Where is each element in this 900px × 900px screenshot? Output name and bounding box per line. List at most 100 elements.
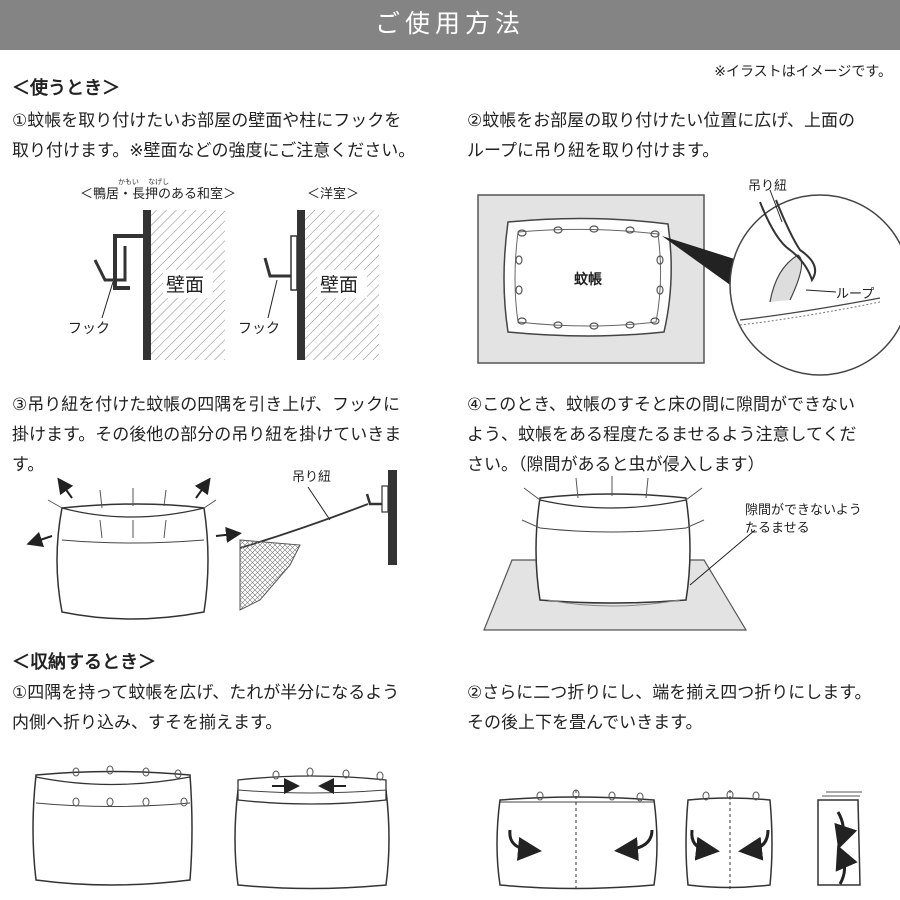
cord-label: 吊り紐 [748, 179, 787, 194]
use-step3-line2: 掛けます。その後他の部分の吊り紐を掛けていきま [12, 425, 402, 445]
section-heading-store: ＜収納するとき＞ [12, 652, 156, 673]
hanging-net-top [61, 507, 205, 518]
net-edge-in-zoom [739, 297, 881, 321]
fold2-loops [272, 767, 384, 781]
fold-quarter-diagram [496, 789, 862, 890]
spread-net-inner [514, 228, 662, 327]
yoshitsu-hook-leader [267, 279, 278, 319]
use-step1-line1: ①蚊帳を取り付けたいお部屋の壁面や柱にフックを [12, 111, 402, 131]
fold2-rolled-top [237, 775, 387, 805]
slack-net-body [535, 493, 691, 604]
washitsu-wall-label: 壁面 [166, 274, 204, 296]
store-step2-text: ②さらに二つ折りにし、端を揃え四つ折りにします。 その後上下を畳んでいきます。 [467, 678, 872, 738]
loop-leader [805, 289, 837, 293]
page-title: ご使用方法 [374, 9, 525, 38]
cord-leader [769, 189, 783, 223]
slack-net-diagram: 隙間ができないよう たるませる [483, 476, 862, 631]
yoshitsu-hook-plate [290, 235, 298, 291]
quarter2-net-body [685, 797, 773, 889]
fold-half-diagram [32, 765, 390, 890]
fold1-loops [72, 765, 188, 807]
washitsu-hook [93, 246, 127, 282]
yoshitsu-wall-label: 壁面 [320, 274, 358, 296]
fold2-roll-line [237, 789, 387, 794]
fold1-net-valance [35, 802, 191, 807]
use-step4-text: ④このとき、蚊帳のすそと床の間に隙間ができない よう、蚊帳をある程度たるませるよ… [467, 390, 856, 480]
washitsu-ruby: かもい なげし [118, 177, 169, 186]
slack-note-line1: 隙間ができないよう [745, 503, 862, 518]
washitsu-hook-label: フック [68, 321, 110, 337]
quarter1-arrow-left [508, 829, 542, 861]
slack-note-line2: たるませる [745, 521, 810, 536]
yoshitsu-hook-label: フック [238, 321, 280, 337]
yoshitsu-wall-edge [297, 210, 305, 360]
hanging-cord [759, 199, 816, 283]
pull-arrow-left [26, 531, 53, 548]
quarter2-arrow-left [690, 829, 720, 861]
hanging-net-body [56, 503, 209, 620]
yoshitsu-label: ＜洋室＞ [307, 186, 359, 202]
step3-hook-plate [381, 485, 389, 513]
slack-net-cords [521, 476, 705, 529]
slack-hem [547, 599, 681, 607]
section-heading-use: ＜使うとき＞ [12, 78, 120, 99]
zoom-pointer [662, 236, 744, 292]
use-step4-line2: よう、蚊帳をある程度たるませるよう注意してくだ [467, 425, 857, 445]
step3-net-corner [239, 539, 301, 611]
use-step3-line3: す。 [12, 455, 45, 475]
use-step2-line1: ②蚊帳をお部屋の取り付けたい位置に広げ、上面の [467, 111, 856, 131]
quarter2-arrow-right [738, 829, 770, 861]
spread-net [503, 217, 672, 337]
hanging-net-valance [61, 539, 205, 544]
washitsu-hook-leader [101, 281, 114, 319]
loop-zoom-circle [729, 194, 900, 376]
slack-note-leader [689, 529, 756, 586]
use-step2-line2: ループに吊り紐を取り付けます。 [467, 141, 720, 161]
use-step3-text: ③吊り紐を付けた蚊帳の四隅を引き上げ、フックに 掛けます。その後他の部分の吊り紐… [12, 390, 401, 480]
hang-net-diagram: 吊り紐 [26, 470, 397, 620]
step3-cord-leader [307, 486, 331, 521]
net-hem-in-zoom [739, 301, 881, 326]
quarter2-loops [702, 790, 760, 801]
step3-wall [388, 470, 397, 565]
fold1-net-body [32, 770, 193, 886]
yoshitsu-wall-label-bg [317, 270, 367, 298]
kaya-label: 蚊帳 [574, 271, 602, 288]
quarter1-arrow-right [614, 829, 654, 862]
store-step2-line1: ②さらに二つ折りにし、端を揃え四つ折りにします。 [467, 683, 872, 703]
use-step4-line3: さい。（隙間があると虫が侵入します） [467, 455, 765, 475]
store-step2-line2: その後上下を畳んでいきます。 [467, 713, 703, 733]
washitsu-label: ＜鴨居・長押のある和室＞ [80, 186, 236, 202]
quarter3-arrow-up [835, 844, 858, 885]
store-step1-line1: ①四隅を持って蚊帳を広げ、たれが半分になるよう [12, 683, 400, 703]
washitsu-wall-label-bg [163, 270, 213, 298]
page-title-banner: ご使用方法 [0, 0, 900, 50]
store-step1-line2: 内側へ折り込み、すそを揃えます。 [12, 713, 283, 733]
fold1-net-top [35, 776, 191, 786]
use-step1-text: ①蚊帳を取り付けたいお部屋の壁面や柱にフックを 取り付けます。※壁面などの強度に… [12, 106, 415, 166]
quarter1-loops [536, 789, 644, 802]
spread-net-diagram: 蚊帳 吊り紐 ループ [477, 179, 900, 376]
step3-cord-label: 吊り紐 [292, 470, 331, 485]
store-step1-text: ①四隅を持って蚊帳を広げ、たれが半分になるよう 内側へ折り込み、すそを揃えます。 [12, 678, 399, 738]
pull-arrow-top-left [57, 477, 74, 499]
step3-hook [365, 493, 382, 506]
net-loop [769, 254, 803, 303]
use-step1-line2: 取り付けます。※壁面などの強度にご注意ください。 [12, 141, 416, 161]
quarter1-net-body [496, 796, 658, 890]
pull-arrow-top-right [194, 477, 211, 499]
use-step3-line1: ③吊り紐を付けた蚊帳の四隅を引き上げ、フックに [12, 395, 401, 415]
hook-wall-diagram: かもい なげし ＜鴨居・長押のある和室＞ ＜洋室＞ 壁面 フック 壁面 フック [68, 177, 379, 360]
slack-net-valance [539, 527, 687, 533]
pull-arrow-right [215, 526, 242, 543]
yoshitsu-hook [263, 257, 291, 278]
illustration-note: ※イラストはイメージです。 [714, 64, 892, 80]
quarter3-layers [822, 791, 862, 797]
loop-label: ループ [836, 287, 874, 302]
hanging-net-cords [47, 488, 217, 539]
net-loops [515, 225, 664, 330]
kamoi-molding [113, 234, 143, 290]
washitsu-wall-edge [143, 210, 151, 360]
slack-net-top [539, 499, 687, 509]
